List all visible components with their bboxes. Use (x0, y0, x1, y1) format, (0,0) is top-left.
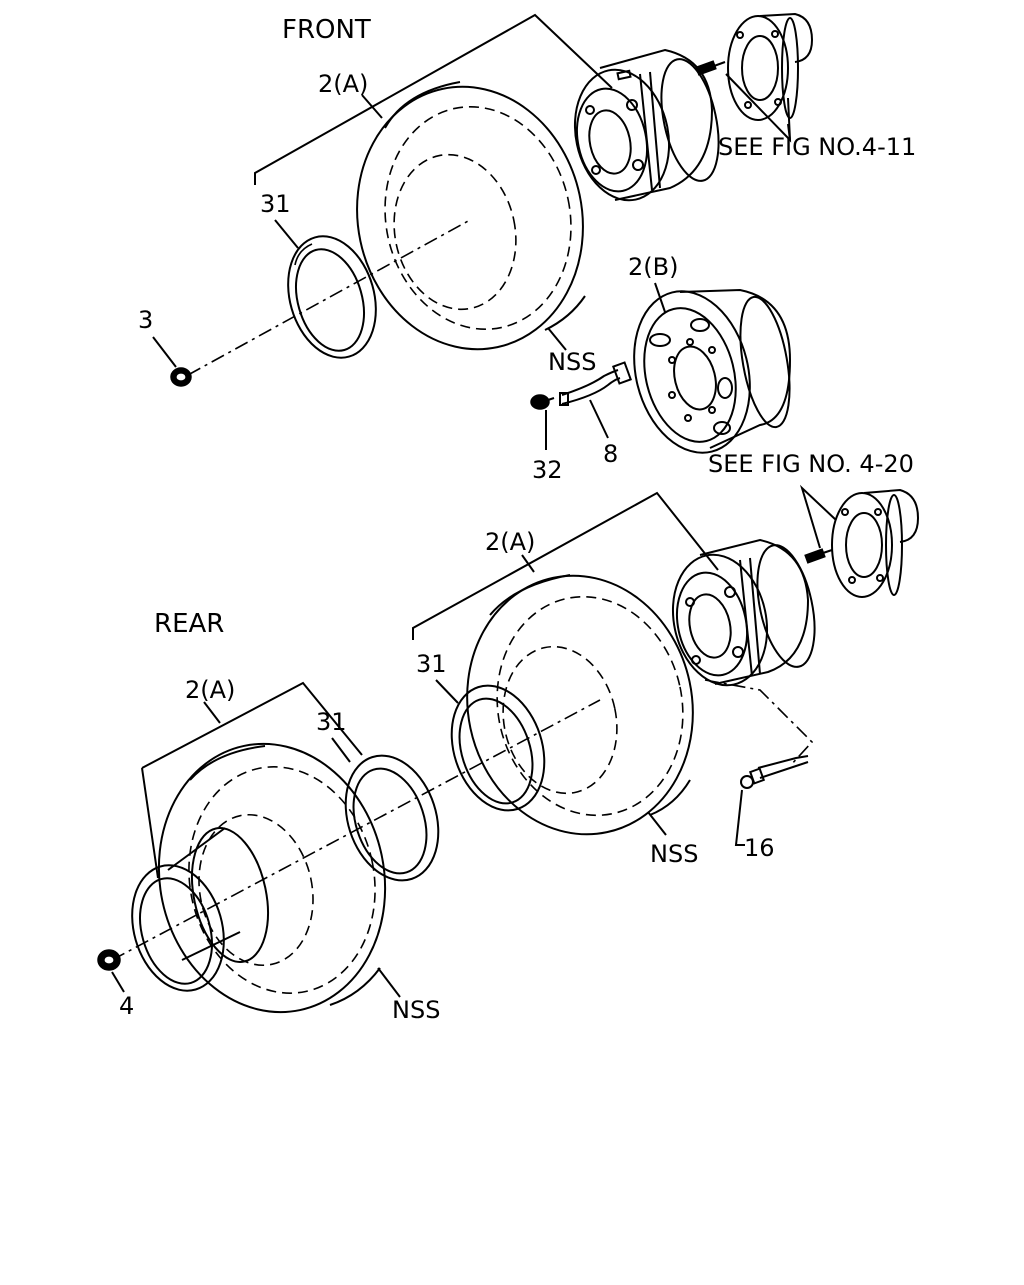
front-see-fig-label: SEE FIG NO.4-11 (718, 133, 916, 161)
rear-valve (704, 679, 814, 789)
front-title: FRONT (282, 15, 371, 45)
front-ring-label: 31 (260, 190, 291, 218)
front-wheel-label: 2(B) (628, 253, 678, 281)
front-see-fig-leader (725, 73, 792, 143)
rear-inner-tire-bracket (141, 681, 363, 879)
rear-outer-rim (671, 538, 816, 687)
rear-rim-valve (804, 548, 833, 564)
rear-nut (97, 949, 121, 971)
rear-see-fig-label: SEE FIG NO. 4-20 (708, 450, 914, 478)
rear-see-fig-leader (799, 484, 837, 549)
front-wheel-2b (633, 288, 792, 454)
rear-inner-ring (344, 754, 440, 882)
front-valve-extension (559, 361, 632, 406)
rear-nut-label: 4 (119, 992, 134, 1020)
front-nss-label: NSS (548, 348, 596, 376)
rear-front-ring (131, 864, 225, 992)
rear-inner-tire (157, 742, 387, 1014)
front-valve-label: 8 (603, 440, 618, 468)
rear-outer-tire-label: 2(A) (485, 528, 535, 556)
front-valve-cap (530, 394, 555, 410)
rear-outer-tire (466, 574, 694, 836)
rear-outer-nss-label: NSS (650, 840, 698, 868)
front-hub (727, 12, 814, 121)
front-nut-label: 3 (138, 306, 153, 334)
front-cap-label: 32 (532, 456, 563, 484)
front-ring (287, 235, 377, 359)
rear-inner-tire-label: 2(A) (185, 676, 235, 704)
rear-outer-tire-bracket (412, 491, 719, 640)
rear-inner-nss-label: NSS (392, 996, 440, 1024)
rear-inner-ring-label: 31 (316, 708, 347, 736)
front-rim-valve (695, 60, 726, 76)
rear-axis-line (111, 699, 601, 961)
rear-hub (831, 488, 920, 598)
front-nut (170, 367, 192, 387)
rear-title: REAR (154, 609, 224, 639)
front-tire (356, 81, 586, 351)
rear-valve-label: 16 (744, 834, 775, 862)
rear-outer-ring (450, 684, 546, 812)
rear-outer-ring-label: 31 (416, 650, 447, 678)
front-axis-line (187, 219, 471, 376)
front-rim (573, 48, 720, 202)
front-tire-bracket (254, 13, 613, 185)
front-tire-label: 2(A) (318, 70, 368, 98)
